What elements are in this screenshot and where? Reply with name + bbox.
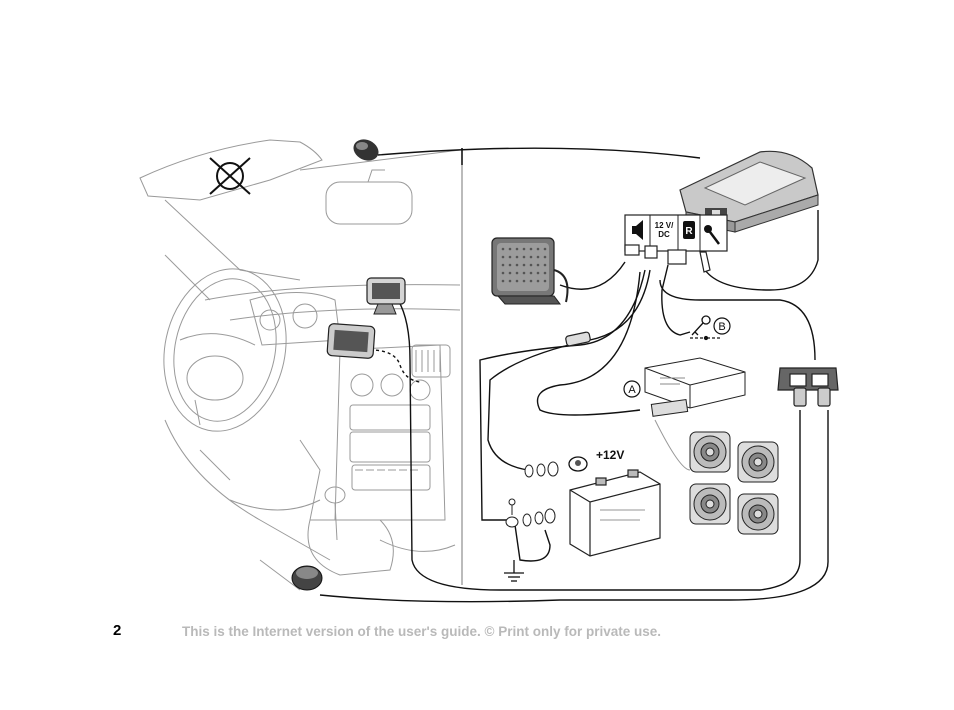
svg-text:B: B [718, 321, 725, 333]
callout-a: A [623, 380, 641, 398]
ignition-port-icon: R [683, 221, 695, 239]
page-number: 2 [113, 622, 122, 639]
ground-symbol-icon [504, 560, 524, 582]
plus-12v-label: +12V [596, 448, 624, 462]
external-speaker [491, 237, 569, 305]
washers [505, 461, 559, 528]
dashboard-display [366, 277, 406, 315]
microphone-port-icon [704, 225, 720, 245]
positive-terminal-clamp [568, 456, 588, 472]
car-speakers [654, 419, 779, 535]
gear-knob-button [291, 565, 323, 591]
port-dc-label-line2: DC [658, 230, 670, 239]
svg-text:A: A [628, 384, 636, 396]
inline-fuse [565, 331, 591, 347]
cable-connectors [624, 244, 711, 273]
port-label-strip: 12 V/ DC R [624, 214, 728, 252]
gps-antenna [353, 139, 379, 161]
port-r-label: R [685, 226, 693, 237]
mute-adapter [777, 367, 839, 407]
callout-b: B [713, 317, 731, 335]
car-battery [569, 469, 661, 557]
console-display [326, 323, 376, 359]
car-interior [139, 139, 461, 591]
footer-notice: This is the Internet version of the user… [182, 624, 661, 639]
main-unit [679, 150, 819, 233]
port-dc-label-line1: 12 V/ [655, 221, 674, 230]
speaker-port-icon [632, 220, 643, 240]
no-mount-icon [209, 157, 251, 195]
car-radio [644, 357, 746, 417]
key-icon [690, 315, 721, 341]
